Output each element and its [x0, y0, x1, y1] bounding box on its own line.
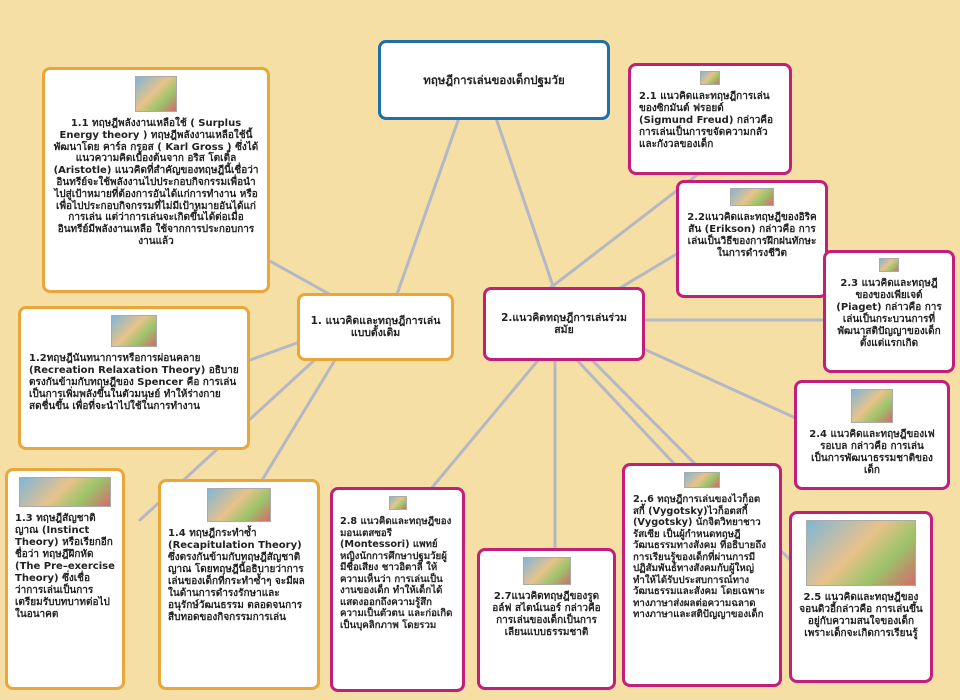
node-1-2-text: 1.2ทฤษฎีนันทนาการหรือการผ่อนคลาย (Recrea…	[29, 353, 239, 412]
photo-thumbnail	[207, 488, 271, 522]
node-2-3-text: 2.3 แนวคิดและทฤษฎีของของเพียเจต์ (Piaget…	[836, 278, 942, 349]
photo-thumbnail	[388, 496, 407, 510]
node-1-1-surplus-energy[interactable]: 1.1 ทฤษฎีพลังงานเหลือใช้ ( Surplus Energ…	[42, 67, 270, 293]
node-1-4-recapitulation[interactable]: 1.4 ทฤษฎีกระทำซ้ำ (Recapitulation Theory…	[158, 479, 320, 690]
node-1-3-instinct[interactable]: 1.3 ทฤษฎีสัญชาติญาณ (Instinct Theory) หร…	[5, 468, 125, 690]
title-text: ทฤษฎีการเล่นของเด็กปฐมวัย	[423, 72, 565, 87]
node-1-2-recreation[interactable]: 1.2ทฤษฎีนันทนาการหรือการผ่อนคลาย (Recrea…	[18, 306, 250, 450]
connector-traditional-1-4	[248, 358, 337, 502]
node-2-6-text: 2..6 ทฤษฎีการเล่นของไวก็อตสกี้ (Vygotsky…	[633, 494, 766, 620]
node-1-4-text: 1.4 ทฤษฎีกระทำซ้ำ (Recapitulation Theory…	[168, 528, 305, 623]
connector-modern-2-4	[633, 343, 802, 422]
node-2-2-text: 2.2แนวคิดและทฤษฎีของอิริคสัน (Erikson) ก…	[687, 212, 817, 259]
node-2-4-froebel[interactable]: 2.4 แนวคิดและทฤษฎีของเฟรอเบล กล่าวคือ กา…	[794, 380, 950, 490]
photo-thumbnail	[851, 389, 893, 423]
photo-thumbnail	[700, 71, 720, 85]
branch-traditional-text: 1. แนวคิดและทฤษฎีการเล่นแบบดั้งเดิม	[310, 314, 441, 340]
connector-traditional-1-2	[248, 338, 307, 362]
photo-thumbnail	[684, 472, 720, 488]
branch-modern-text: 2.แนวคิดทฤษฎีการเล่นร่วมสมัย	[501, 311, 627, 337]
node-2-3-piaget[interactable]: 2.3 แนวคิดและทฤษฎีของของเพียเจต์ (Piaget…	[823, 250, 955, 373]
photo-thumbnail	[730, 188, 774, 206]
photo-thumbnail	[135, 76, 177, 112]
photo-thumbnail	[111, 315, 157, 347]
photo-thumbnail	[19, 477, 111, 507]
connector-title-traditional	[393, 113, 462, 302]
node-1-1-text: 1.1 ทฤษฎีพลังงานเหลือใช้ ( Surplus Energ…	[53, 118, 259, 247]
node-2-5-dewey[interactable]: 2.5 แนวคิดและทฤษฎีของจอนดิวอี้กล่าวคือ ก…	[789, 511, 933, 683]
node-2-2-erikson[interactable]: 2.2แนวคิดและทฤษฎีของอิริคสัน (Erikson) ก…	[676, 180, 828, 298]
photo-thumbnail	[879, 258, 899, 272]
branch-modern-node[interactable]: 2.แนวคิดทฤษฎีการเล่นร่วมสมัย	[483, 287, 645, 361]
node-2-7-text: 2.7แนวคิดทฤษฎีของรูดอล์ฟ สไตน์เนอร์ กล่า…	[492, 591, 601, 638]
photo-thumbnail	[522, 557, 571, 585]
title-node[interactable]: ทฤษฎีการเล่นของเด็กปฐมวัย	[378, 40, 610, 120]
node-2-8-text: 2.8 แนวคิดและทฤษฎีของมอนเตสซอรี (Montess…	[340, 516, 453, 631]
connector-title-modern	[493, 113, 557, 294]
node-2-1-text: 2.1 แนวคิดและทฤษฎีการเล่นของซิกมันต์ ฟรอ…	[639, 91, 773, 150]
connector-modern-2-6	[573, 356, 682, 472]
node-2-4-text: 2.4 แนวคิดและทฤษฎีของเฟรอเบล กล่าวคือ กา…	[809, 429, 935, 476]
node-2-6-vygotsky[interactable]: 2..6 ทฤษฎีการเล่นของไวก็อตสกี้ (Vygotsky…	[622, 463, 782, 687]
node-2-7-steiner[interactable]: 2.7แนวคิดทฤษฎีของรูดอล์ฟ สไตน์เนอร์ กล่า…	[477, 548, 616, 690]
node-2-5-text: 2.5 แนวคิดและทฤษฎีของจอนดิวอี้กล่าวคือ ก…	[799, 592, 923, 639]
photo-thumbnail	[806, 520, 916, 586]
branch-traditional-node[interactable]: 1. แนวคิดและทฤษฎีการเล่นแบบดั้งเดิม	[297, 293, 454, 361]
connector-modern-2-8	[428, 356, 542, 492]
node-2-8-montessori[interactable]: 2.8 แนวคิดและทฤษฎีของมอนเตสซอรี (Montess…	[330, 487, 465, 692]
node-1-3-text: 1.3 ทฤษฎีสัญชาติญาณ (Instinct Theory) หร…	[15, 513, 115, 620]
node-2-1-freud[interactable]: 2.1 แนวคิดและทฤษฎีการเล่นของซิกมันต์ ฟรอ…	[628, 63, 792, 175]
